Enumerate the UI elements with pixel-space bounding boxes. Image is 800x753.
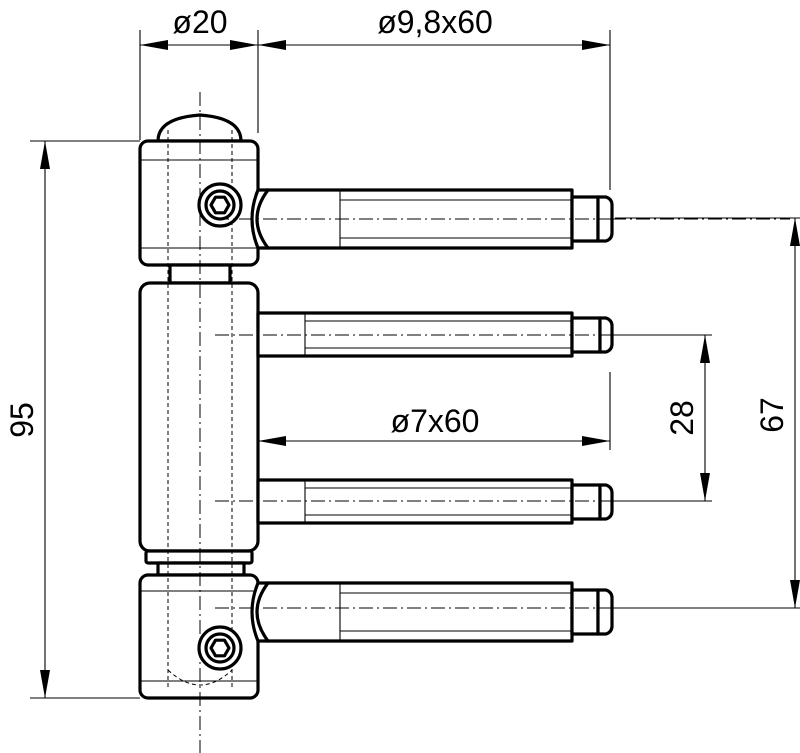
centre-line-extensions (612, 218, 790, 609)
lower-neck (156, 561, 246, 577)
dimension-small-pin: ø7x60 (258, 403, 610, 446)
small-pin-size-label: ø7x60 (391, 403, 480, 439)
top-socket-screw-icon (197, 182, 243, 228)
dimension-overall-height: 95 (4, 141, 50, 698)
large-pin-size-label: ø9,8x60 (377, 4, 493, 40)
dimension-inner-pin-spacing: 28 (664, 335, 710, 501)
washer-ring (144, 549, 254, 565)
dimension-knuckle-diameter: ø20 (140, 4, 258, 50)
overall-height-label: 95 (4, 402, 40, 438)
inner-pin-spacing-label: 28 (664, 400, 700, 436)
upper-small-pin (215, 311, 614, 358)
knuckle-diameter-label: ø20 (172, 4, 227, 40)
middle-barrel (138, 281, 260, 553)
outer-pin-spacing-label: 67 (754, 397, 790, 433)
bottom-socket-screw-icon (197, 625, 243, 671)
bottom-large-pin (215, 581, 614, 643)
dimension-large-pin: ø9,8x60 (258, 4, 610, 50)
dimension-outer-pin-spacing: 67 (754, 218, 800, 608)
lower-small-pin (215, 478, 614, 525)
top-large-pin (215, 188, 614, 250)
bottom-knuckle (138, 573, 260, 700)
